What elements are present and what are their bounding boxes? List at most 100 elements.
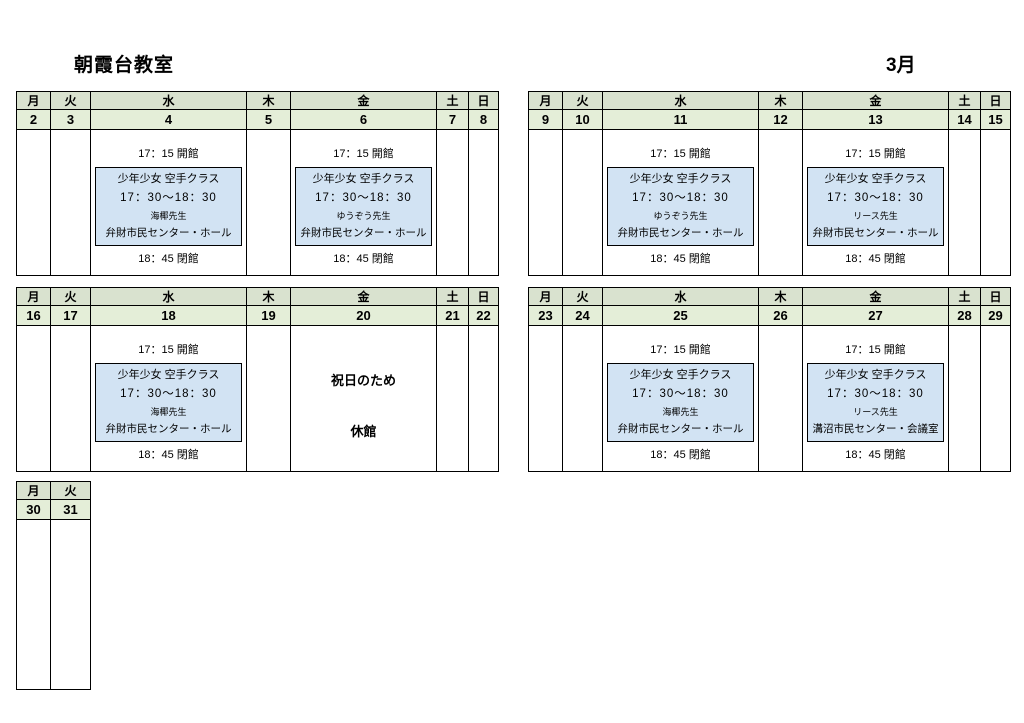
month-label: 3月 [886, 55, 916, 76]
class-box: 少年少女 空手クラス 17：30～18：30 海椰先生 弁財市民センター・ホール [95, 167, 242, 246]
class-time: 17：30～18：30 [632, 388, 729, 400]
class-box: 少年少女 空手クラス 17：30～18：30 海椰先生 弁財市民センター・ホール [607, 363, 754, 442]
close-time: 18：45 閉館 [138, 253, 199, 265]
venue: 弁財市民センター・ホール [105, 227, 232, 239]
date-cell: 25 [603, 306, 759, 326]
teacher-name: ゆうぞう先生 [653, 211, 708, 221]
day-name-cell: 日 [981, 288, 1011, 306]
empty-day-column [563, 130, 603, 276]
date-cell: 7 [437, 110, 469, 130]
class-box: 少年少女 空手クラス 17：30～18：30 海椰先生 弁財市民センター・ホール [95, 363, 242, 442]
date-cell: 29 [981, 306, 1011, 326]
empty-day-column [51, 130, 91, 276]
schedule-column-wed: 17：15 開館 少年少女 空手クラス 17：30～18：30 海椰先生 弁財市… [603, 326, 759, 472]
open-time: 17：15 開館 [333, 148, 394, 160]
date-cell: 22 [469, 306, 499, 326]
empty-day-column [51, 520, 91, 690]
schedule-column-fri: 17：15 開館 少年少女 空手クラス 17：30～18：30 リース先生 弁財… [803, 130, 949, 276]
day-name-cell: 土 [949, 92, 981, 110]
day-name-cell: 木 [759, 288, 803, 306]
close-time: 18：45 閉館 [333, 253, 394, 265]
week-block-3: 月 火 水 木 金 土 日 16 17 18 19 20 21 22 17：15… [16, 287, 499, 472]
empty-day-column [437, 326, 469, 472]
teacher-name: リース先生 [853, 407, 898, 417]
empty-day-column [529, 326, 563, 472]
date-cell: 9 [529, 110, 563, 130]
date-cell: 16 [17, 306, 51, 326]
date-cell: 13 [803, 110, 949, 130]
class-time: 17：30～18：30 [120, 192, 217, 204]
day-name-cell: 火 [51, 288, 91, 306]
date-cell: 12 [759, 110, 803, 130]
day-name-cell: 水 [603, 288, 759, 306]
class-time: 17：30～18：30 [120, 388, 217, 400]
teacher-name: 海椰先生 [150, 211, 187, 221]
schedule-column-wed: 17：15 開館 少年少女 空手クラス 17：30～18：30 海椰先生 弁財市… [91, 326, 247, 472]
empty-day-column [17, 520, 51, 690]
class-name: 少年少女 空手クラス [824, 173, 927, 185]
date-cell: 21 [437, 306, 469, 326]
empty-day-column [247, 130, 291, 276]
day-name-cell: 火 [563, 288, 603, 306]
day-name-cell: 土 [437, 288, 469, 306]
venue: 溝沼市民センター・会議室 [812, 423, 939, 435]
class-box: 少年少女 空手クラス 17：30～18：30 ゆうぞう先生 弁財市民センター・ホ… [607, 167, 754, 246]
schedule-column-fri: 17：15 開館 少年少女 空手クラス 17：30～18：30 リース先生 溝沼… [803, 326, 949, 472]
open-time: 17：15 開館 [138, 148, 199, 160]
holiday-reason: 祝日のため [330, 373, 396, 388]
date-cell: 4 [91, 110, 247, 130]
empty-day-column [529, 130, 563, 276]
date-cell: 2 [17, 110, 51, 130]
class-name: 少年少女 空手クラス [629, 173, 732, 185]
day-name-cell: 月 [529, 288, 563, 306]
day-name-cell: 月 [17, 288, 51, 306]
date-cell: 14 [949, 110, 981, 130]
day-name-cell: 水 [91, 288, 247, 306]
close-time: 18：45 閉館 [845, 449, 906, 461]
date-cell: 3 [51, 110, 91, 130]
week-block-2: 月 火 水 木 金 土 日 9 10 11 12 13 14 15 17：15 … [528, 91, 1011, 276]
day-name-cell: 日 [469, 288, 499, 306]
day-name-cell: 水 [91, 92, 247, 110]
schedule-column-wed: 17：15 開館 少年少女 空手クラス 17：30～18：30 ゆうぞう先生 弁… [603, 130, 759, 276]
empty-day-column [469, 326, 499, 472]
venue: 弁財市民センター・ホール [300, 227, 427, 239]
day-name-cell: 月 [17, 482, 51, 500]
date-cell: 5 [247, 110, 291, 130]
date-cell: 20 [291, 306, 437, 326]
day-name-cell: 金 [291, 288, 437, 306]
close-time: 18：45 閉館 [650, 253, 711, 265]
venue: 弁財市民センター・ホール [617, 227, 744, 239]
date-cell: 10 [563, 110, 603, 130]
open-time: 17：15 開館 [845, 148, 906, 160]
empty-day-column [981, 130, 1011, 276]
holiday-closed-label: 休館 [350, 424, 377, 439]
day-name-cell: 木 [247, 92, 291, 110]
class-box: 少年少女 空手クラス 17：30～18：30 リース先生 溝沼市民センター・会議… [807, 363, 944, 442]
day-name-cell: 日 [469, 92, 499, 110]
class-name: 少年少女 空手クラス [312, 173, 415, 185]
date-cell: 15 [981, 110, 1011, 130]
date-cell: 24 [563, 306, 603, 326]
day-name-cell: 金 [291, 92, 437, 110]
open-time: 17：15 開館 [845, 344, 906, 356]
day-name-cell: 月 [17, 92, 51, 110]
class-time: 17：30～18：30 [827, 388, 924, 400]
date-cell: 31 [51, 500, 91, 520]
empty-day-column [949, 130, 981, 276]
venue: 弁財市民センター・ホール [617, 423, 744, 435]
close-time: 18：45 閉館 [845, 253, 906, 265]
day-name-cell: 金 [803, 288, 949, 306]
week-block-1: 月 火 水 木 金 土 日 2 3 4 5 6 7 8 17：15 開館 少年少… [16, 91, 499, 276]
date-cell: 17 [51, 306, 91, 326]
day-name-cell: 木 [759, 92, 803, 110]
date-cell: 6 [291, 110, 437, 130]
empty-day-column [17, 326, 51, 472]
day-name-cell: 月 [529, 92, 563, 110]
empty-day-column [759, 326, 803, 472]
open-time: 17：15 開館 [650, 148, 711, 160]
venue: 弁財市民センター・ホール [812, 227, 939, 239]
class-name: 少年少女 空手クラス [629, 369, 732, 381]
page-title: 朝霞台教室 [74, 55, 175, 76]
venue: 弁財市民センター・ホール [105, 423, 232, 435]
